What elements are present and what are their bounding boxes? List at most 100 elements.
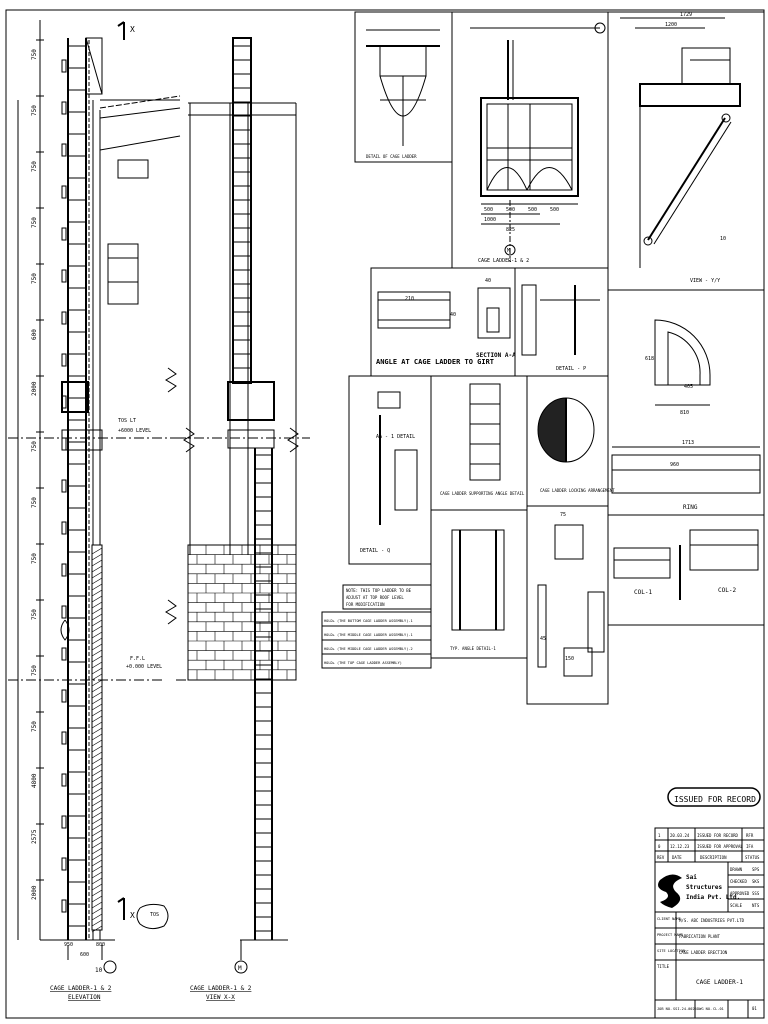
cage-hoop	[61, 773, 67, 787]
view-yy-title: VIEW - Y/Y	[690, 278, 720, 284]
hatch-line	[91, 595, 103, 603]
ladder-list-3: HOLD+ (THE MIDDLE CAGE LADDER ASSEMBLY)-…	[324, 647, 413, 651]
dwg-number: CL-01	[713, 1007, 724, 1011]
hatch-line	[91, 721, 103, 729]
project-label: PROJECT NAME	[657, 933, 683, 937]
hatch-line	[91, 907, 103, 915]
rev-0-date: 12.12.23	[670, 844, 690, 849]
view-xx-title-2: VIEW X-X	[206, 994, 235, 1001]
hatch-line	[91, 637, 103, 645]
view-grid-m: M	[238, 965, 242, 972]
cage-hoop	[61, 101, 67, 115]
hatch-line	[91, 781, 103, 789]
rev-1-status: RFR	[746, 833, 754, 838]
cage-hoop	[61, 605, 67, 619]
hatch-line	[91, 775, 103, 783]
yy-dim-label: 1729	[680, 12, 692, 18]
aa-detail-title: AA - 1 DETAIL	[376, 434, 415, 440]
hatch-line	[91, 649, 103, 657]
sign-approved-label: APPROVED	[730, 891, 750, 896]
hatch-line	[91, 877, 103, 885]
hatch-line	[91, 925, 103, 933]
plan-dim-label: 825	[506, 227, 515, 233]
client-label: CLIENT NAME	[657, 917, 681, 921]
dwg-label: DWG NO.	[697, 1007, 712, 1011]
elev-dim-label: 750	[31, 273, 38, 284]
hatch-line	[91, 703, 103, 711]
hatch-line	[91, 919, 103, 927]
cage-hoop	[61, 185, 67, 199]
elev-dim-label: 4800	[31, 773, 38, 788]
cage-hoop	[61, 731, 67, 745]
ring-dim-label: 618	[645, 356, 654, 362]
cage-ladder-plan-drawing	[470, 22, 606, 262]
elev-dim-label: 750	[31, 665, 38, 676]
company-name-1: Sai	[686, 874, 697, 881]
elev-dim-label: 750	[31, 553, 38, 564]
hatch-line	[91, 859, 103, 867]
grid-x-top: X	[130, 25, 135, 34]
client-name: M/S. ABC INDUSTRIES PVT.LTD	[679, 918, 745, 923]
hatch-line	[91, 607, 103, 615]
cage-hoop	[61, 59, 67, 73]
rev-1-desc: ISSUED FOR RECORD	[697, 833, 739, 838]
hatch-line	[91, 769, 103, 777]
stamp-text: ISSUED FOR RECORD	[674, 795, 756, 804]
detail-dim-label: 40	[450, 312, 456, 318]
rev-header-status: STATUS	[745, 855, 760, 860]
top-detail-title: DETAIL OF CAGE LADDER	[366, 154, 417, 159]
hatch-line	[91, 691, 103, 699]
hatch-line	[91, 853, 103, 861]
rev-0-desc: ISSUED FOR APPROVAL	[697, 844, 743, 849]
ring-drawing	[611, 319, 761, 494]
hatch-line	[91, 697, 103, 705]
sign-checked-label: CHECKED	[730, 879, 747, 884]
cage-hoop	[61, 227, 67, 241]
angle-title: ANGLE AT CAGE LADDER TO GIRT	[376, 358, 494, 366]
angle-section-drawings	[377, 284, 600, 356]
ring-title: RING	[683, 504, 698, 511]
hatch-line	[91, 805, 103, 813]
elev-dim-label: 2000	[31, 885, 38, 900]
drawing-title: CAGE LADDER-1	[696, 979, 743, 986]
title-block-frame	[654, 827, 765, 1019]
elev-dim-label: 750	[31, 721, 38, 732]
hatch-line	[91, 841, 103, 849]
plan-dim-label: 500	[484, 207, 493, 213]
cage-ladder-elevation	[8, 20, 190, 974]
sign-approved-val: SSS	[752, 891, 760, 896]
elev-dim-label: 750	[31, 161, 38, 172]
plan-dim-label: 500	[528, 207, 537, 213]
detail-p-title: DETAIL - P	[556, 366, 586, 372]
rev-header-rev: REV	[657, 855, 665, 860]
hatch-line	[91, 661, 103, 669]
hatch-line	[91, 763, 103, 771]
elev-dim-label: 750	[31, 497, 38, 508]
location-label: SITE LOCATION	[657, 949, 685, 953]
rev-0-no: 0	[658, 844, 661, 849]
cage-hoop	[61, 143, 67, 157]
view-xx-title-1: CAGE LADDER-1 & 2	[190, 985, 252, 992]
elev-dim-label: 750	[31, 49, 38, 60]
hatch-line	[91, 901, 103, 909]
cage-hoop	[61, 521, 67, 535]
job-label: JOB NO.	[657, 1007, 672, 1011]
cage-hoop	[61, 479, 67, 493]
sign-scale-val: NTS	[752, 903, 760, 908]
plan-title: CAGE LADDER-1 & 2	[478, 258, 529, 264]
cage-ladder-view-xx	[176, 37, 310, 974]
elev-dim-label: 750	[31, 441, 38, 452]
hatch-line	[91, 631, 103, 639]
typ-angle-title: TYP. ANGLE DETAIL-1	[450, 646, 496, 651]
dim-width-2: 600	[80, 952, 89, 958]
cage-hoop	[61, 899, 67, 913]
project-name: FABRICATION PLANT	[679, 934, 721, 939]
elevation-title-1: CAGE LADDER-1 & 2	[50, 985, 112, 992]
detail-dim-label: 45	[540, 636, 546, 642]
sign-scale-label: SCALE	[730, 903, 743, 908]
col-drawings	[613, 529, 759, 600]
grid-mark-10: 10	[95, 967, 103, 974]
ring-dim-label: 810	[680, 410, 689, 416]
